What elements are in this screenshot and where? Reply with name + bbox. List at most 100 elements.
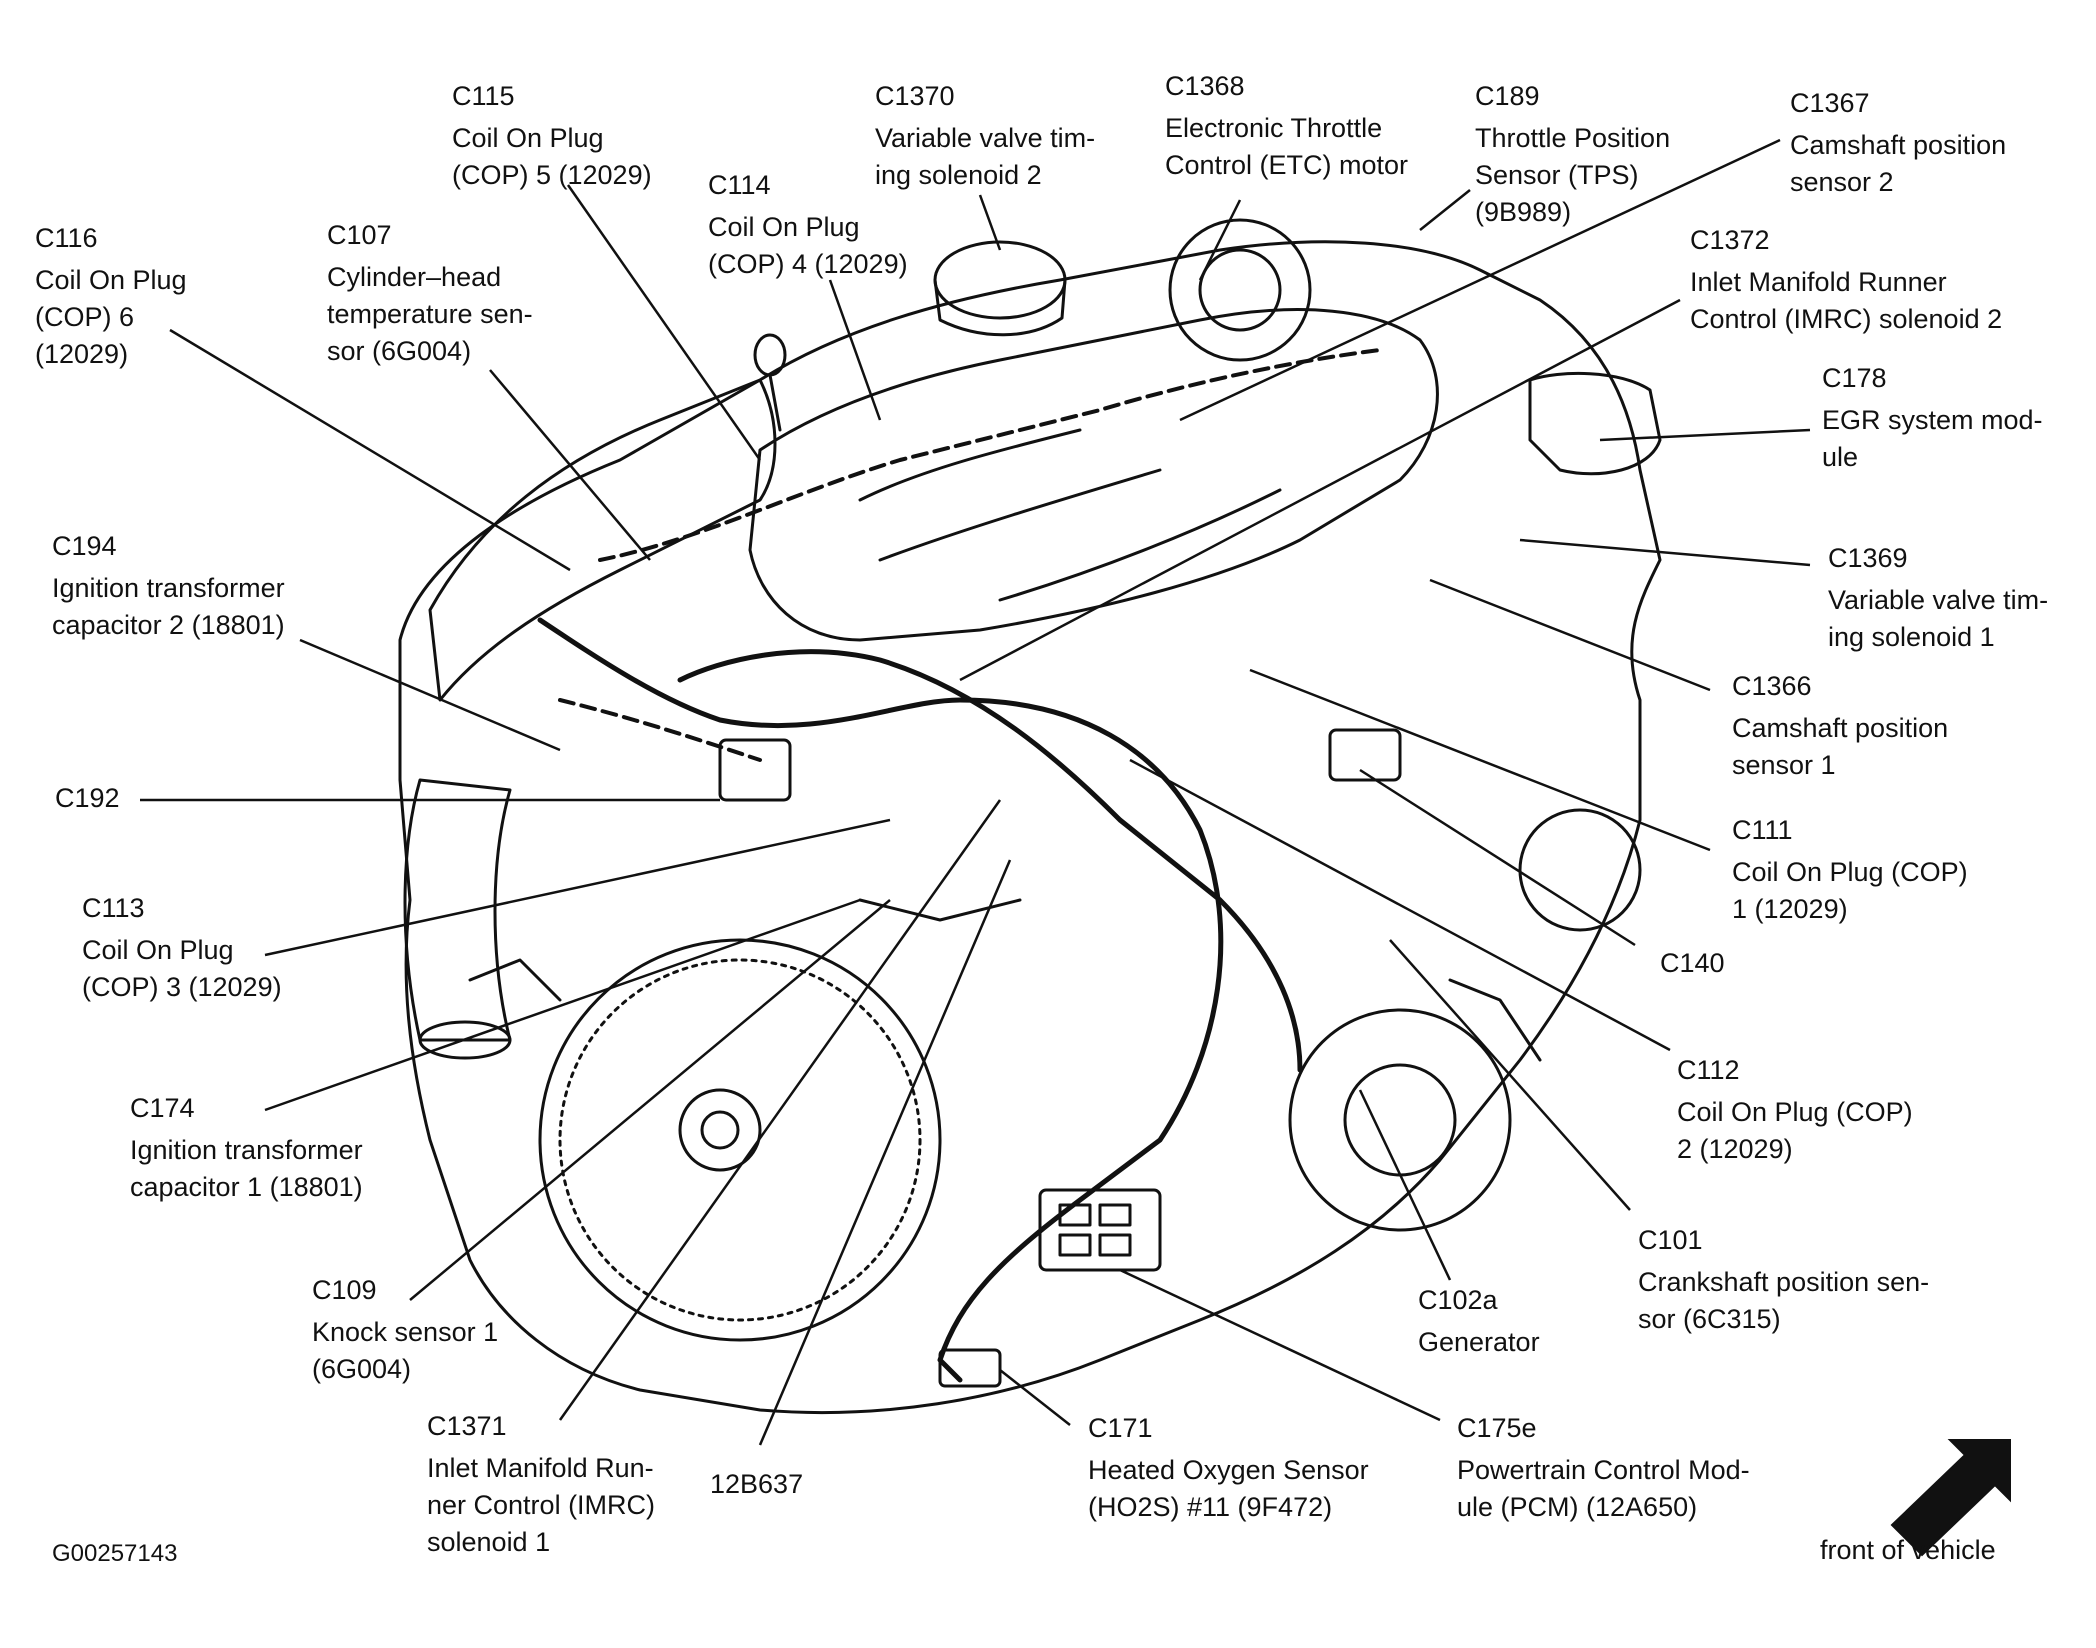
callout-code: C175e — [1457, 1413, 1537, 1443]
callout-code: C101 — [1638, 1225, 1703, 1255]
callout-line: 2 (12029) — [1677, 1134, 1793, 1164]
callout-line: Heated Oxygen Sensor — [1088, 1455, 1369, 1485]
callout-code: C194 — [52, 531, 117, 561]
cop-connector — [718, 738, 792, 802]
callout-line: Camshaft position — [1732, 713, 1949, 743]
front-of-vehicle-arrow — [1890, 1439, 2011, 1557]
callout-line: Inlet Manifold Runner — [1690, 267, 1947, 297]
callout-line: Sensor (TPS) — [1475, 160, 1639, 190]
callout-line: Control (IMRC) solenoid 2 — [1690, 304, 2003, 334]
callout-line: EGR system mod- — [1822, 405, 2043, 435]
callout-line: ing solenoid 1 — [1828, 622, 1995, 652]
callout-code: C1372 — [1690, 225, 1770, 255]
callout-code: C111 — [1732, 815, 1793, 845]
callout-code: C109 — [312, 1275, 377, 1305]
manifold-runners — [858, 428, 1282, 602]
engine-block-outline — [398, 240, 1662, 1415]
callout-c192: C192 — [55, 780, 120, 817]
callout-code: C114 — [708, 170, 771, 200]
callout-code: C1368 — [1165, 71, 1245, 101]
callout-code: C1369 — [1828, 543, 1908, 573]
callout-line: Camshaft position — [1790, 130, 2007, 160]
ho2s-connector — [938, 1348, 1002, 1388]
callout-line: Control (ETC) motor — [1165, 150, 1409, 180]
callout-code: C113 — [82, 893, 145, 923]
callout-line: temperature sen- — [327, 299, 533, 329]
callout-line: sensor 2 — [1790, 167, 1894, 197]
wiring-harness-3 — [558, 348, 1382, 762]
callout-line: Coil On Plug — [35, 265, 187, 295]
callout-code: C1371 — [427, 1411, 507, 1441]
callout-line: Variable valve tim- — [1828, 585, 2049, 615]
callout-line: (COP) 4 (12029) — [708, 249, 908, 279]
callout-line: ing solenoid 2 — [875, 160, 1042, 190]
oil-filler-cap — [933, 240, 1067, 320]
callout-line: Throttle Position — [1475, 123, 1671, 153]
callout-line: 1 (12029) — [1732, 894, 1848, 924]
callout-line: Cylinder–head — [327, 262, 502, 292]
callout-line: Coil On Plug — [452, 123, 604, 153]
callout-line: (HO2S) #11 (9F472) — [1088, 1492, 1333, 1522]
generator — [1288, 1008, 1512, 1232]
callout-line: capacitor 1 (18801) — [130, 1172, 363, 1202]
callout-line: Coil On Plug (COP) — [1732, 857, 1968, 887]
intake-manifold — [748, 308, 1439, 642]
callout-line: Coil On Plug — [708, 212, 860, 242]
accessory-pulley — [1518, 808, 1642, 932]
front-of-vehicle-label: front of vehicle — [1820, 1535, 1996, 1565]
valve-cover-left — [428, 378, 777, 702]
callout-12b637: 12B637 — [710, 1466, 803, 1503]
callout-line: Generator — [1418, 1327, 1540, 1357]
flywheel-hub — [678, 1088, 762, 1172]
callout-line: ule (PCM) (12A650) — [1457, 1492, 1698, 1522]
leader-lines — [140, 138, 1811, 1446]
callout-line: Electronic Throttle — [1165, 113, 1383, 143]
callout-line: ule — [1822, 442, 1859, 472]
callout-line: solenoid 1 — [427, 1527, 551, 1557]
flywheel — [538, 938, 942, 1342]
pcm-connector — [1038, 1188, 1162, 1272]
callout-code: C189 — [1475, 81, 1540, 111]
callout-line: Powertrain Control Mod- — [1457, 1455, 1750, 1485]
callout-code: 12B637 — [710, 1469, 804, 1499]
callout-code: C115 — [452, 81, 515, 111]
callout-code: C1367 — [1790, 88, 1870, 118]
wiring-harness — [537, 617, 1224, 1383]
callout-code: C178 — [1822, 363, 1887, 393]
callout-line: ner Control (IMRC) — [427, 1490, 656, 1520]
callout-line: Knock sensor 1 — [312, 1317, 499, 1347]
flywheel-inner — [558, 958, 922, 1322]
callout-line: (COP) 5 (12029) — [452, 160, 652, 190]
callout-line: (12029) — [35, 339, 129, 369]
throttle-body — [1168, 218, 1312, 362]
callout-code: C1366 — [1732, 671, 1812, 701]
callout-code: C116 — [35, 223, 98, 253]
callout-line: Variable valve tim- — [875, 123, 1096, 153]
callout-c140: C140 — [1660, 945, 1725, 982]
callout-line: Ignition transformer — [52, 573, 285, 603]
callout-code: C140 — [1660, 948, 1725, 978]
callout-line: (9B989) — [1475, 197, 1572, 227]
wiring-harness-2 — [677, 649, 1303, 1073]
throttle-body-inner — [1198, 248, 1282, 332]
callout-code: C171 — [1088, 1413, 1153, 1443]
callout-code: C112 — [1677, 1055, 1740, 1085]
